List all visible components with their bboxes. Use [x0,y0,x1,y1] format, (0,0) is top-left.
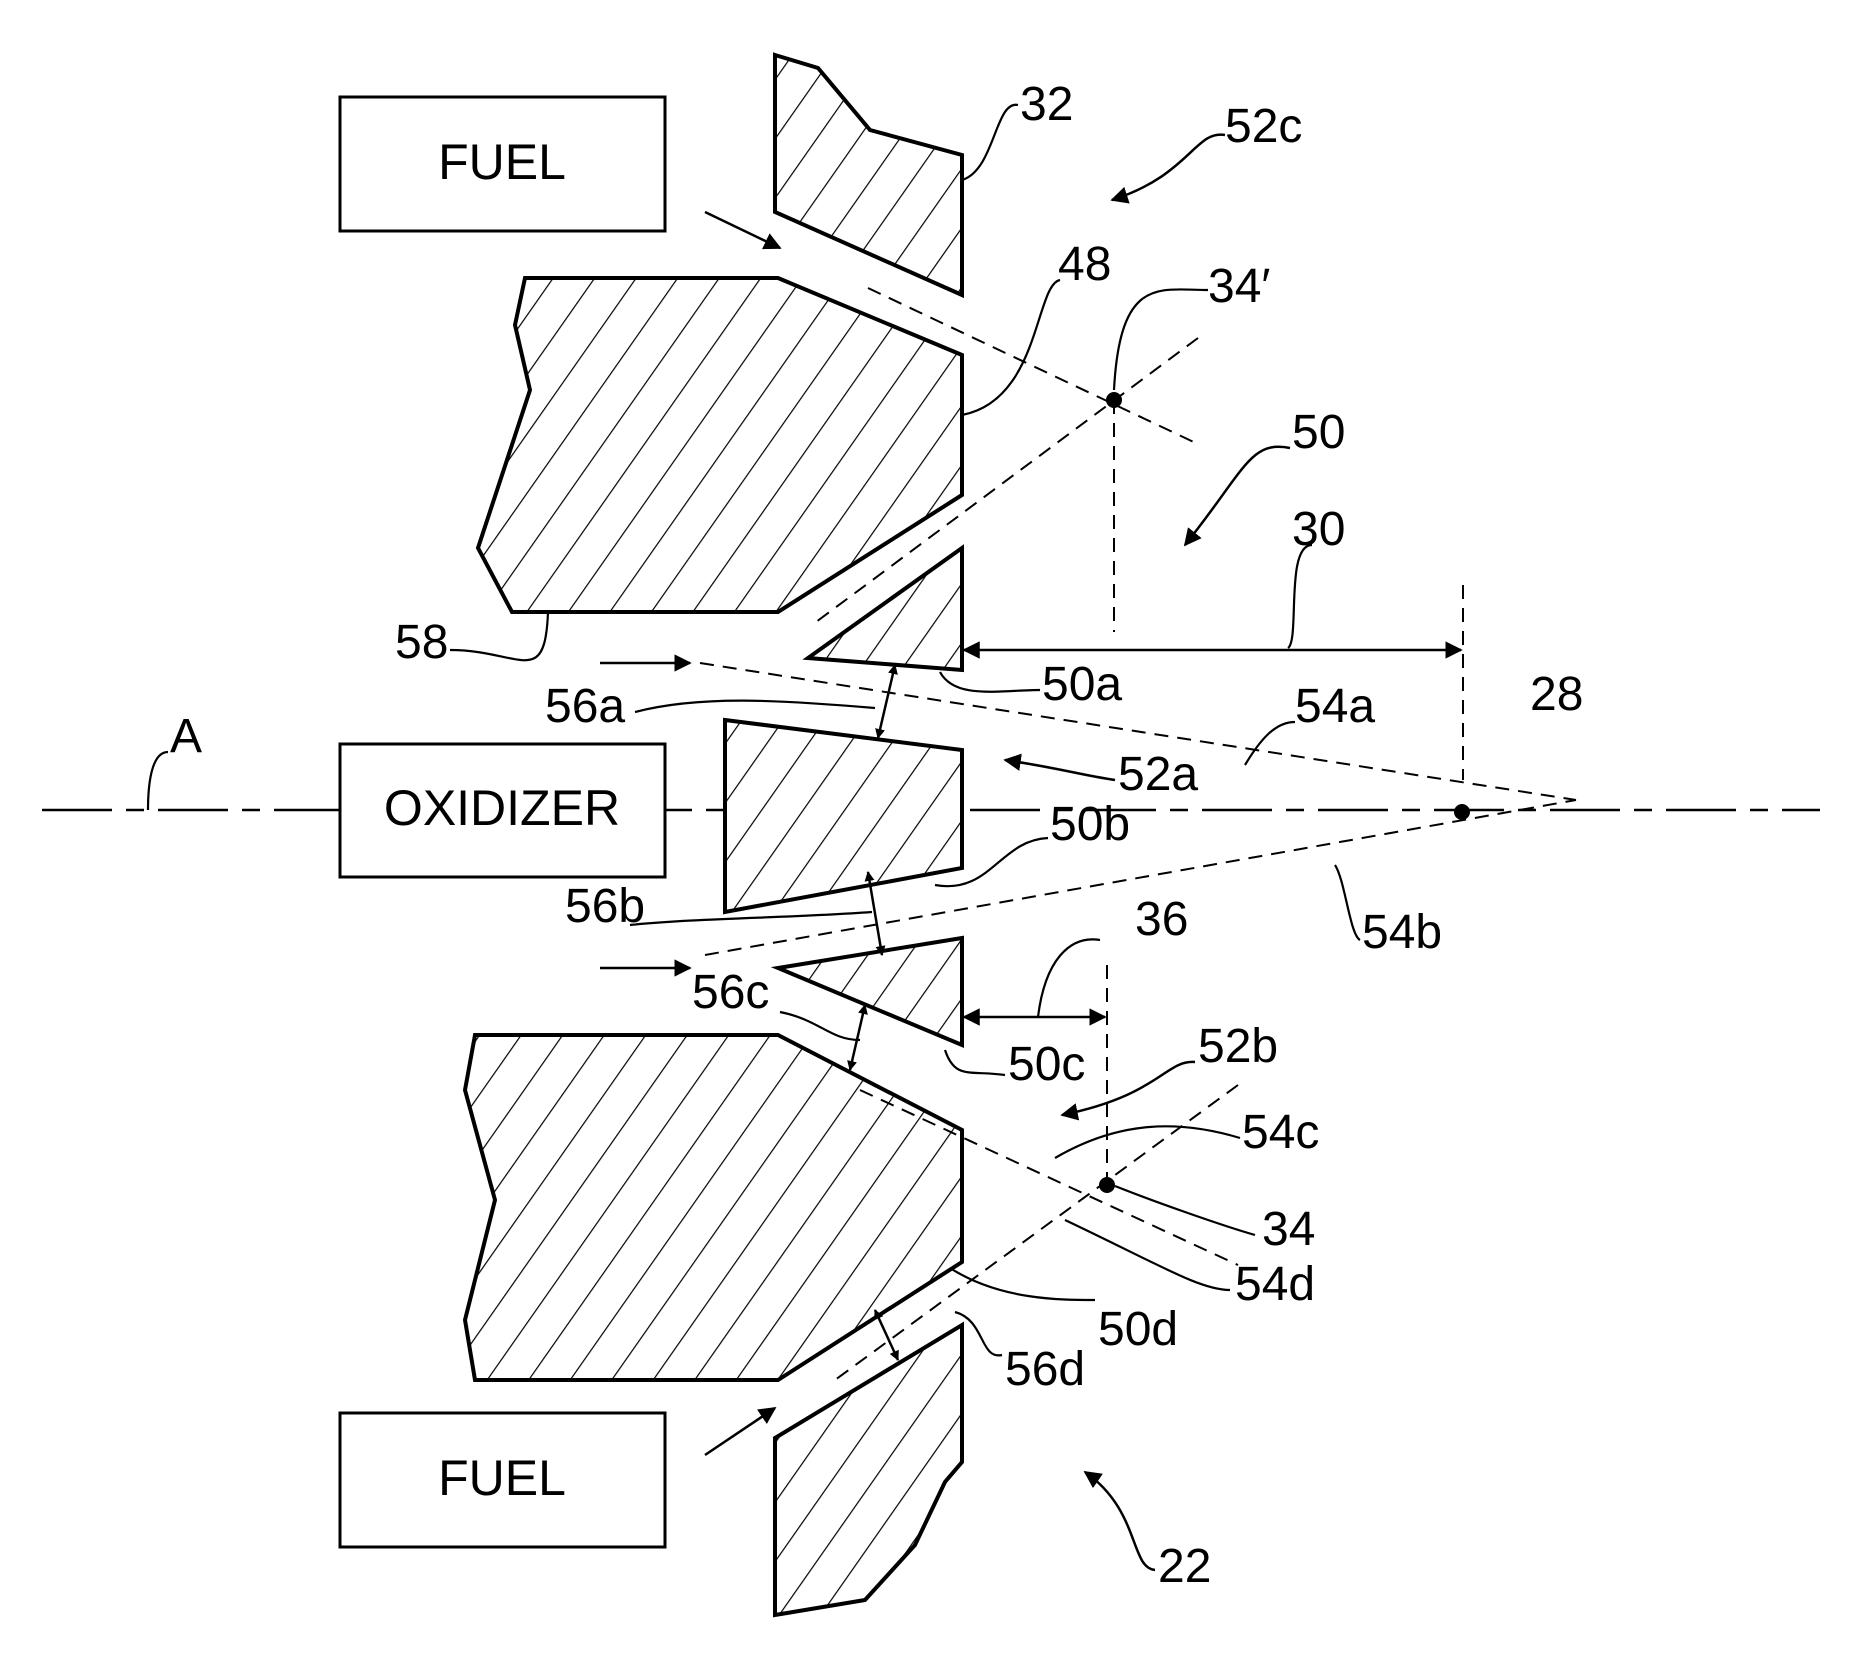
label-36: 36 [1135,893,1188,946]
leader-56b [630,912,872,925]
label-52c: 52c [1225,100,1302,153]
label-A: A [170,710,202,763]
impingement-point-28 [1454,804,1470,820]
leader-50c [945,1050,1005,1075]
injector-part-bottom-outer [775,1325,962,1615]
label-48: 48 [1058,238,1111,291]
leader-54c [1055,1126,1240,1158]
impingement-point-34p [1106,392,1122,408]
leader-30 [1288,545,1312,648]
leader-34p [1114,289,1208,390]
leader-56c [780,1012,860,1040]
gap-56d [875,1310,898,1360]
fuel-box-top: FUEL [340,97,665,231]
label-54a: 54a [1295,680,1375,733]
gap-56c [850,1005,865,1070]
label-32: 32 [1020,78,1073,131]
label-52b: 52b [1198,1020,1278,1073]
label-52a: 52a [1118,748,1198,801]
fuel-box-bottom-label: FUEL [438,1450,566,1506]
label-58: 58 [395,616,448,669]
label-34: 34 [1262,1203,1315,1256]
leader-A [148,752,168,810]
oxidizer-box: OXIDIZER [340,744,665,877]
leader-56a [635,701,875,712]
pointer-50 [1185,447,1290,545]
label-56d: 56d [1005,1343,1085,1396]
leader-32 [962,105,1018,180]
label-50b: 50b [1050,798,1130,851]
injector-part-bottom-main [465,1035,962,1380]
oxidizer-box-label: OXIDIZER [384,780,620,836]
label-56b: 56b [565,880,645,933]
label-22: 22 [1158,1540,1211,1593]
label-50: 50 [1292,406,1345,459]
label-30: 30 [1292,503,1345,556]
fuel-inlet-arrow-bottom [705,1408,775,1455]
leader-54d [1065,1220,1230,1290]
fuel-box-top-label: FUEL [438,134,566,190]
injector-part-top-main [478,278,962,612]
leader-58 [450,612,548,660]
fuel-inlet-arrow-top [705,212,780,248]
pointer-52c [1112,135,1225,200]
label-28: 28 [1530,668,1583,721]
label-56a: 56a [545,680,625,733]
label-54d: 54d [1235,1258,1315,1311]
fuel-box-bottom: FUEL [340,1413,665,1547]
pointer-22 [1085,1472,1155,1570]
injector-part-top-outer [775,55,962,295]
leader-50d [950,1268,1095,1300]
label-56c: 56c [692,966,769,1019]
pointer-52a [1005,760,1115,780]
leader-54b [1335,865,1360,940]
label-50c: 50c [1008,1038,1085,1091]
label-54c: 54c [1242,1106,1319,1159]
leader-54a [1245,722,1295,765]
injector-part-lower-triangle [778,938,962,1045]
label-50a: 50a [1042,658,1122,711]
label-34p: 34′ [1208,260,1270,313]
leader-36 [1038,939,1100,1017]
gap-56a [878,665,895,738]
injector-part-center [725,720,962,912]
leader-34 [1115,1186,1255,1235]
label-54b: 54b [1362,906,1442,959]
impingement-point-34 [1099,1177,1115,1193]
leader-50a [940,672,1040,692]
label-50d: 50d [1098,1303,1178,1356]
leader-48 [962,280,1060,415]
